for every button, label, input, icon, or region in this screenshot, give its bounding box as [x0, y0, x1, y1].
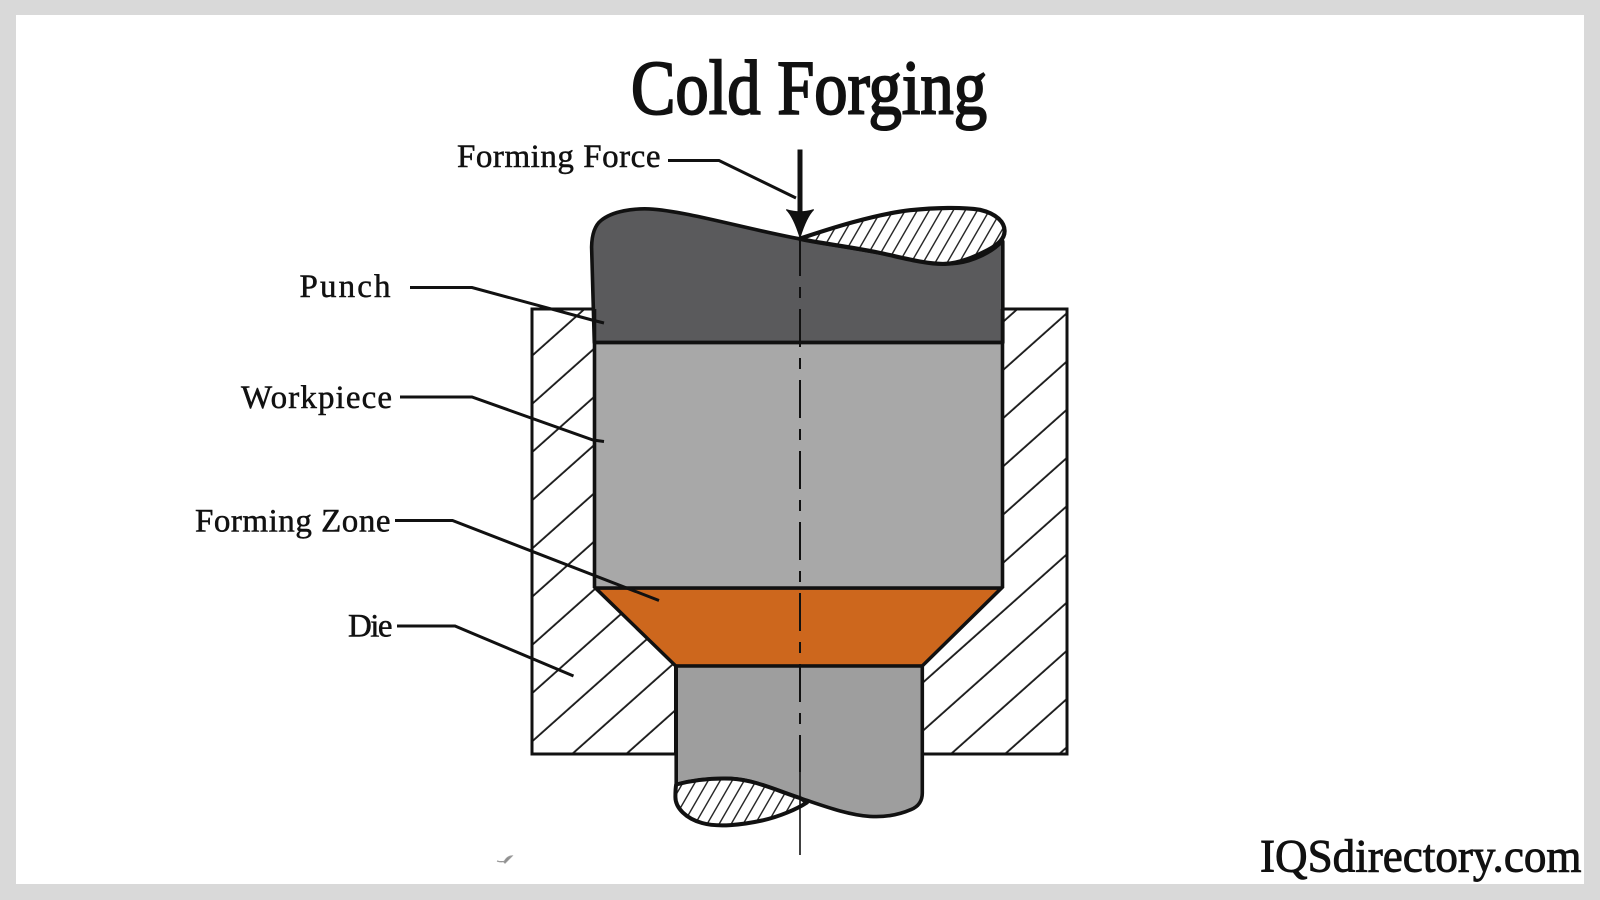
- svg-text:Forming Force: Forming Force: [457, 139, 661, 175]
- svg-text:Cold Forging: Cold Forging: [631, 45, 987, 131]
- svg-text:Forming Zone: Forming Zone: [195, 504, 391, 540]
- svg-text:Die: Die: [348, 609, 393, 645]
- svg-text:Workpiece: Workpiece: [241, 380, 392, 416]
- svg-text:IQSdirectory.com: IQSdirectory.com: [1260, 831, 1582, 883]
- svg-text:Punch: Punch: [300, 269, 392, 305]
